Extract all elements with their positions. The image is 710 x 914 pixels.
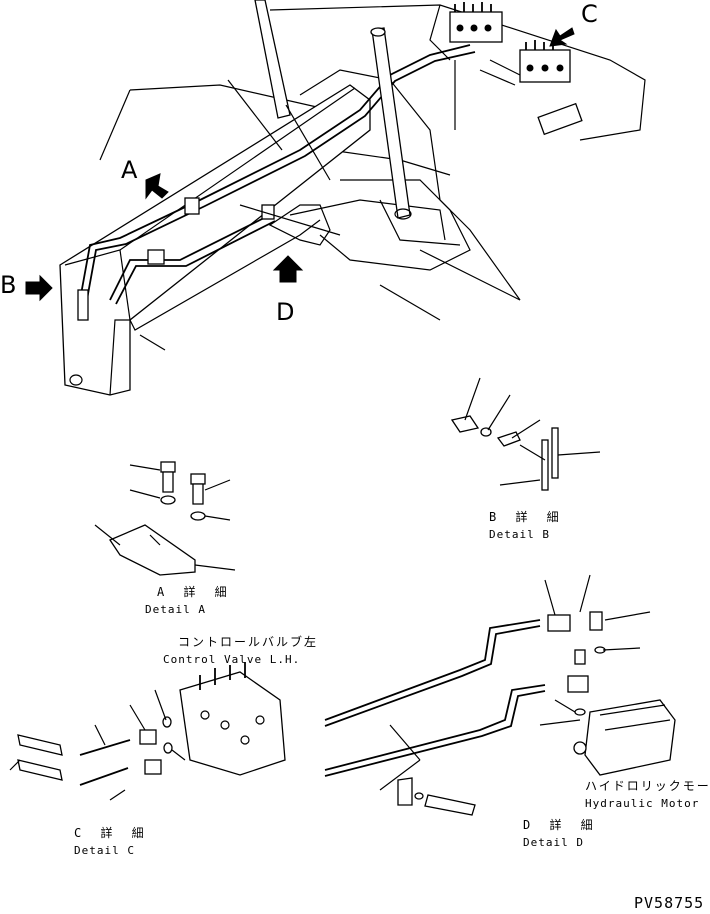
detail-b-title-jp: B 詳 細 <box>489 509 565 524</box>
hydraulic-motor-label-jp: ハイドロリックモータ <box>585 779 710 793</box>
detail-b-drawing <box>450 377 601 491</box>
detail-b-title-en: Detail B <box>489 528 550 541</box>
detail-a-title-en: Detail A <box>145 603 206 616</box>
view-letter-a: A <box>121 156 138 184</box>
control-valve-label-jp: コントロールバルブ左 <box>178 634 318 649</box>
view-letter-d: D <box>276 298 294 326</box>
view-arrow-c: C <box>549 0 598 47</box>
control-valve-right <box>519 40 571 83</box>
main-assembly-view <box>59 0 646 396</box>
view-letter-b: B <box>0 271 16 299</box>
detail-c-title-jp: C 詳 細 <box>74 825 150 840</box>
hydraulic-motor-label-en: Hydraulic Motor <box>585 797 699 810</box>
detail-c-drawing <box>9 662 286 801</box>
detail-d-drawing <box>324 574 676 816</box>
detail-c-title-en: Detail C <box>74 844 135 857</box>
view-arrow-a: A <box>121 156 169 200</box>
detail-d-title-en: Detail D <box>523 836 584 849</box>
detail-d-title-jp: D 詳 細 <box>523 817 599 832</box>
control-valve-label-en: Control Valve L.H. <box>163 653 300 666</box>
view-arrow-b: B <box>0 271 53 302</box>
view-arrow-d: D <box>272 255 304 326</box>
drawing-code: PV58755 <box>634 894 704 912</box>
detail-a-title-jp: A 詳 細 <box>157 584 233 599</box>
detail-a-drawing <box>94 461 236 576</box>
view-letter-c: C <box>581 0 598 28</box>
control-valve-left <box>449 2 503 43</box>
